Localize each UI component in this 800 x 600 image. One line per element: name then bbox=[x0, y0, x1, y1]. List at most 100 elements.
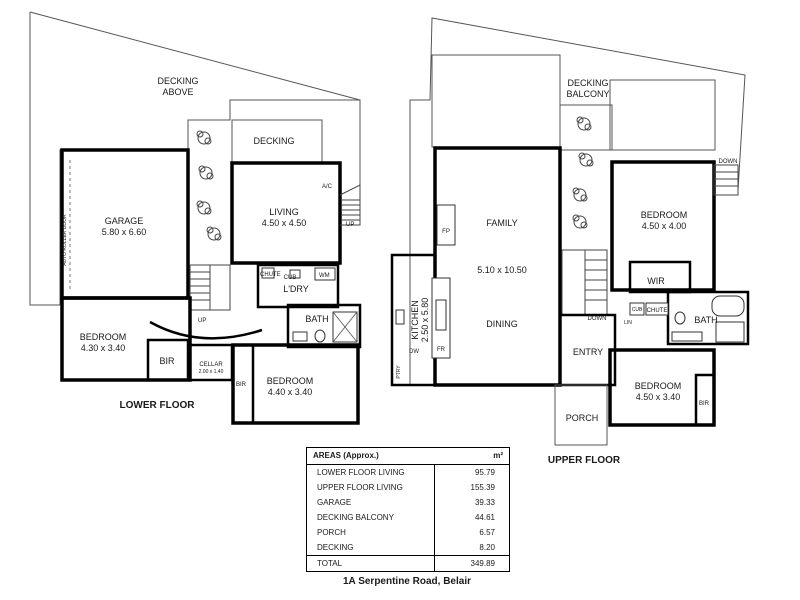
living-walls bbox=[230, 161, 342, 265]
wir-label: WIR bbox=[647, 276, 665, 286]
areas-table-header: AREAS (Approx.) m² bbox=[307, 448, 509, 465]
ac-label: A/C bbox=[322, 184, 333, 190]
lower-bedroom1-name: BEDROOM bbox=[80, 332, 127, 342]
lower-bir2-label: BIR bbox=[236, 382, 247, 388]
auto-roller-door-label: AUTO ROLLER DOOR bbox=[62, 214, 68, 266]
decking-balcony-outline bbox=[409, 17, 746, 385]
cub-box bbox=[629, 302, 645, 316]
internal-stair bbox=[189, 264, 231, 311]
total-label: TOTAL bbox=[317, 559, 343, 568]
fp-label: FP bbox=[442, 229, 450, 235]
table-row: LOWER FLOOR LIVING 95.79 bbox=[307, 465, 509, 480]
areas-header-label: AREAS (Approx.) bbox=[313, 451, 379, 460]
upper-floor-title: UPPER FLOOR bbox=[548, 455, 621, 466]
hall-curve bbox=[149, 320, 263, 340]
area-label: LOWER FLOOR LIVING bbox=[317, 468, 405, 477]
total-value: 349.89 bbox=[434, 556, 499, 571]
area-value: 39.33 bbox=[434, 495, 499, 510]
tree-icons-upper bbox=[572, 116, 594, 229]
areas-unit-label: m² bbox=[493, 451, 503, 460]
upper-bath-label: BATH bbox=[694, 315, 717, 325]
garage-name: GARAGE bbox=[105, 216, 144, 226]
dw-label: DW bbox=[409, 349, 419, 355]
upper-bedroom1-size: 4.50 x 4.00 bbox=[642, 221, 687, 231]
upper-bedroom1-walls bbox=[610, 160, 716, 292]
toilet-icon bbox=[314, 329, 326, 343]
down-label-stair: DOWN bbox=[588, 316, 607, 322]
wm-label: WM bbox=[319, 273, 330, 279]
decking-above-label-1: DECKING bbox=[157, 76, 198, 86]
table-row-total: TOTAL 349.89 bbox=[307, 555, 509, 571]
family-size: 5.10 x 10.50 bbox=[477, 265, 527, 275]
linen-label: LIN bbox=[624, 320, 632, 326]
upper-bath-walls bbox=[666, 290, 750, 346]
up-label-int: UP bbox=[198, 318, 206, 324]
kitchen-name: KITCHEN bbox=[410, 300, 420, 340]
porch-walls bbox=[554, 384, 608, 446]
area-label: GARAGE bbox=[317, 498, 352, 507]
decking-strip bbox=[559, 104, 613, 151]
basin-icon bbox=[292, 331, 308, 342]
wir-walls bbox=[628, 260, 692, 294]
lower-bath-walls bbox=[286, 303, 362, 349]
upper-toilet-icon bbox=[674, 311, 686, 325]
cooktop-icon bbox=[435, 299, 447, 331]
living-name: LIVING bbox=[269, 207, 299, 217]
upper-bedroom2-size: 4.50 x 3.40 bbox=[636, 392, 681, 402]
porch-label: PORCH bbox=[566, 413, 599, 423]
bathtub-icon bbox=[711, 295, 745, 317]
table-row: DECKING 8.20 bbox=[307, 540, 509, 555]
lower-bedroom2-name: BEDROOM bbox=[267, 376, 314, 386]
fr-label: FR bbox=[437, 347, 446, 353]
tree-icons bbox=[196, 130, 222, 241]
decking-balcony-label-2: BALCONY bbox=[566, 89, 609, 99]
upper-floor bbox=[390, 17, 750, 446]
decking-top-panel bbox=[431, 54, 561, 148]
upper-bir-label: BIR bbox=[699, 401, 710, 407]
area-label: DECKING bbox=[317, 543, 354, 552]
cub-label-upper: CUB bbox=[632, 307, 643, 313]
shower-cross-b bbox=[332, 311, 358, 343]
chute-box bbox=[261, 267, 275, 279]
upper-stair bbox=[561, 249, 608, 316]
area-value: 95.79 bbox=[434, 465, 499, 480]
chute-label-upper: CHUTE bbox=[647, 308, 668, 314]
lower-bir1-walls bbox=[146, 338, 190, 382]
area-value: 6.57 bbox=[434, 525, 499, 540]
area-value: 8.20 bbox=[434, 540, 499, 555]
fireplace bbox=[436, 204, 456, 246]
laundry-walls bbox=[256, 263, 340, 309]
entry-label: ENTRY bbox=[573, 347, 603, 357]
decking-above-edge bbox=[29, 11, 361, 101]
up-label-ext: UP bbox=[346, 222, 354, 228]
decking-label: DECKING bbox=[253, 136, 294, 146]
ptry-label: PTRY bbox=[396, 365, 402, 379]
lower-bedroom2-size: 4.40 x 3.40 bbox=[268, 387, 313, 397]
lower-bedroom1-walls bbox=[60, 296, 192, 382]
lower-bedroom1-size: 4.30 x 3.40 bbox=[81, 343, 126, 353]
decking-above-label-2: ABOVE bbox=[162, 87, 193, 97]
lower-floor bbox=[29, 11, 362, 425]
upper-bedroom1-name: BEDROOM bbox=[641, 210, 688, 220]
kitchen-size: 2.50 x 5.80 bbox=[420, 298, 430, 343]
decking-balcony-label-1: DECKING bbox=[567, 78, 608, 88]
upper-bedroom2-name: BEDROOM bbox=[635, 381, 682, 391]
upper-bir-walls bbox=[694, 373, 716, 427]
table-row: GARAGE 39.33 bbox=[307, 495, 509, 510]
upper-vanity-icon bbox=[671, 331, 703, 342]
lower-floor-title: LOWER FLOOR bbox=[120, 400, 196, 411]
area-label: UPPER FLOOR LIVING bbox=[317, 483, 403, 492]
area-value: 44.61 bbox=[434, 510, 499, 525]
chute-label: CHUTE bbox=[260, 272, 281, 278]
area-label: PORCH bbox=[317, 528, 346, 537]
kitchen-sink bbox=[395, 309, 405, 325]
right-stair bbox=[713, 164, 739, 196]
lower-bir2-walls bbox=[231, 343, 255, 425]
sink-icon bbox=[289, 269, 301, 279]
decking-above-outline bbox=[29, 12, 361, 306]
chute-box-upper bbox=[645, 302, 669, 316]
lower-labels: DECKING ABOVE DECKING GARAGE 5.80 x 6.60… bbox=[62, 76, 354, 411]
lower-bir1-label: BIR bbox=[159, 356, 175, 366]
cellar-size: 2.00 x 1.40 bbox=[199, 369, 224, 375]
